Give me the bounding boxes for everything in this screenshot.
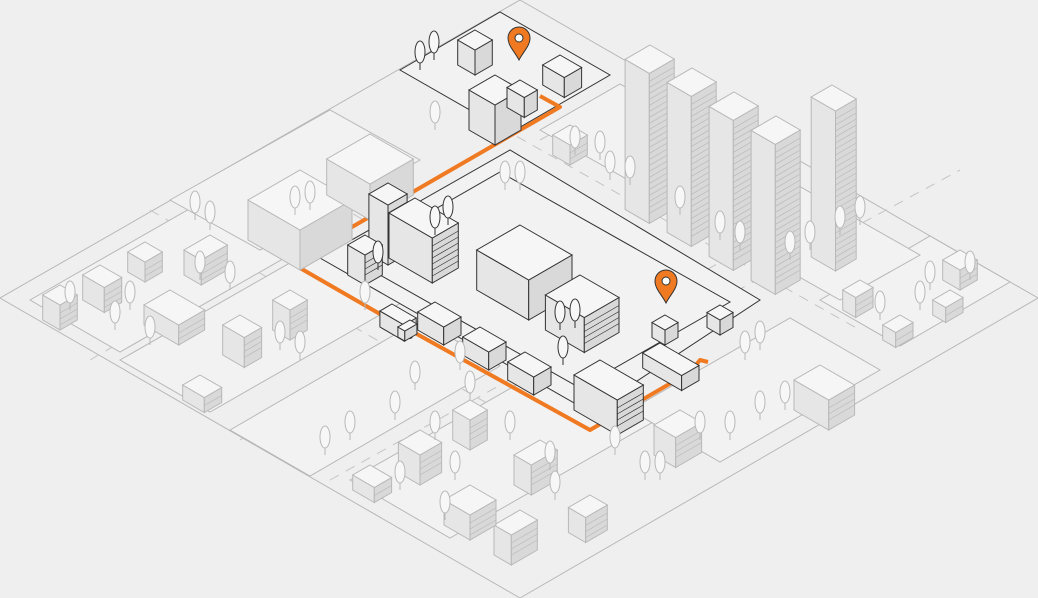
tree [724,410,736,440]
tree [109,300,121,330]
tree [194,250,206,280]
tree [294,330,306,360]
tree [304,180,316,210]
tree [754,320,766,350]
tree [359,280,371,310]
tree [674,185,686,215]
tree [557,335,569,365]
tree [429,205,441,235]
building [641,342,701,392]
tree [569,298,581,328]
building [456,29,494,76]
tree [784,230,796,260]
tree [624,155,636,185]
tree [964,250,976,280]
tree [372,240,384,270]
building [650,314,680,346]
tree [394,460,406,490]
tree [442,195,454,225]
building [506,351,552,396]
tree [569,125,581,155]
tree [64,280,76,310]
map-pin-icon[interactable] [654,269,678,305]
buildings [41,29,979,566]
tree [499,160,511,190]
tree [549,470,561,500]
building [792,364,856,431]
tree [554,300,566,330]
tree [779,380,791,410]
building [881,314,914,349]
building [396,319,418,342]
building [387,197,460,284]
tree [389,390,401,420]
building [451,399,489,451]
tree [734,220,746,250]
building [652,409,703,469]
tree [428,30,440,60]
tree [544,440,556,470]
tree [319,425,331,455]
tree [594,130,606,160]
city-block [228,319,502,477]
tree [409,360,421,390]
tree [714,210,726,240]
building [572,359,645,436]
building [810,84,858,272]
tree [124,280,136,310]
building [931,289,964,324]
building [841,279,874,319]
tree [854,195,866,225]
tree [449,450,461,480]
building [567,494,609,544]
building [126,241,164,283]
map-pin-icon[interactable] [507,26,531,62]
tree [274,320,286,350]
building [541,54,583,99]
tree [344,410,356,440]
tree [514,160,526,190]
tree [754,390,766,420]
tree [604,150,616,180]
map-pins[interactable] [507,26,678,305]
tree [464,370,476,400]
building [705,304,735,336]
building [142,289,206,346]
building [221,314,263,369]
tree [504,410,516,440]
building [442,484,498,541]
tree [804,220,816,250]
tree [739,330,751,360]
building [493,509,539,566]
tree [189,190,201,220]
tree [924,260,936,290]
building [416,301,462,346]
building [351,464,393,504]
tree [914,280,926,310]
building [181,374,223,414]
tree [429,410,441,440]
building [461,326,507,371]
road-lane-dash [469,109,861,331]
tree [654,450,666,480]
building [271,289,309,341]
tree [439,490,451,520]
tree [289,185,301,215]
tree [224,260,236,290]
tree [639,450,651,480]
building [506,79,539,119]
building [750,115,802,296]
tree [834,205,846,235]
tree [204,200,216,230]
tree [874,290,886,320]
tree [694,410,706,440]
tree [429,100,441,130]
tree [414,40,426,70]
tree [144,315,156,345]
tree [454,340,466,370]
tree [609,425,621,455]
